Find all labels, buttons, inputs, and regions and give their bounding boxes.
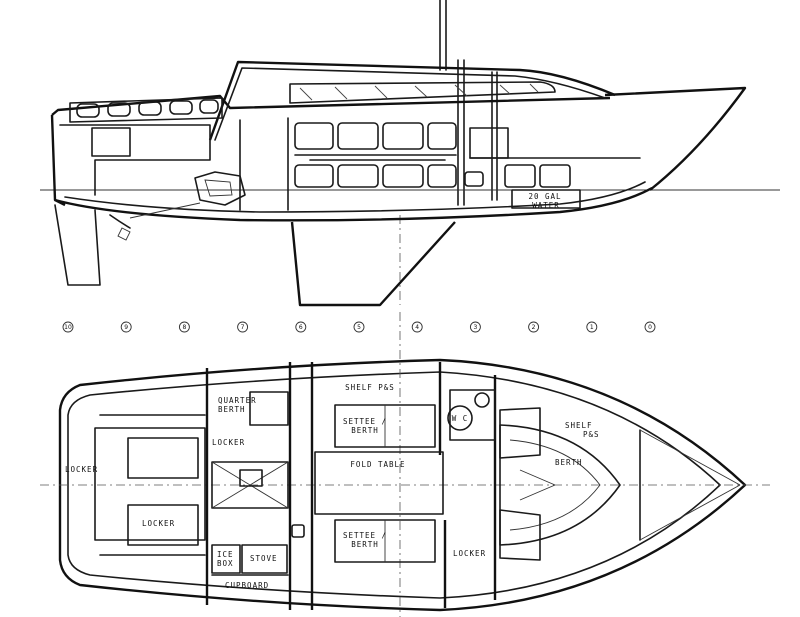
bow-profile	[604, 86, 747, 191]
label-locker-fwd: LOCKER	[453, 549, 486, 558]
label-quarter-berth-2: BERTH	[218, 405, 246, 414]
propeller	[117, 227, 131, 241]
cabin-top	[208, 60, 616, 141]
cockpit-coaming	[69, 97, 223, 123]
head-locker	[469, 127, 509, 159]
label-ice-box-2: BOX	[217, 559, 234, 568]
label-settee-upper-2: BERTH	[351, 426, 379, 435]
propeller-shaft	[129, 202, 201, 219]
transom	[50, 114, 66, 207]
station-circle	[120, 321, 132, 333]
aft-locker	[127, 437, 199, 479]
rudder	[54, 204, 101, 286]
wc-profile	[464, 171, 484, 187]
station-circle	[644, 321, 656, 333]
label-ice-box-1: ICE	[217, 550, 234, 559]
vberth-locker	[539, 164, 571, 188]
station-number: 5	[357, 324, 361, 331]
label-quarter-berth-1: QUARTER	[218, 396, 257, 405]
station-circle	[353, 321, 365, 333]
vberth-inner	[509, 439, 601, 531]
station-circle	[295, 321, 307, 333]
engine-detail	[204, 179, 233, 197]
step	[239, 469, 263, 487]
wc-bowl	[447, 405, 473, 431]
station-number: 10	[64, 324, 72, 331]
galley-sink	[291, 524, 305, 538]
water-tank-label-1: 20 GAL	[528, 192, 561, 201]
cabin-window	[289, 81, 556, 104]
station-number: 0	[648, 324, 652, 331]
station-circle	[237, 321, 249, 333]
window-hatching	[299, 83, 539, 101]
cockpit-well	[59, 124, 211, 196]
cockpit-locker	[91, 127, 131, 157]
quarter-berth-cushion	[249, 391, 289, 426]
station-number: 9	[124, 324, 128, 331]
label-shelf-fwd-2: P&S	[583, 430, 600, 439]
hull-bottom	[54, 186, 653, 222]
profile-view: 20 GAL WATER	[40, 0, 780, 307]
vberth-cushion	[499, 424, 621, 546]
label-settee-lower-2: BERTH	[351, 540, 379, 549]
label-stove: STOVE	[250, 554, 278, 563]
fold-table	[314, 451, 444, 515]
plan-view: SHELF P&S QUARTER BERTH LOCKER LOCKER LO…	[40, 312, 770, 617]
skeg-line	[109, 214, 131, 229]
coaming-ports	[76, 99, 219, 118]
deck-edge	[67, 371, 721, 599]
station-circle	[586, 321, 598, 333]
stove	[241, 544, 288, 574]
station-number: 7	[241, 324, 245, 331]
cockpit-sole	[94, 427, 206, 541]
hull-inner-line	[64, 181, 646, 213]
station-circle	[469, 321, 481, 333]
label-shelf-fwd-1: SHELF	[565, 421, 593, 430]
vberth-locker	[504, 164, 536, 188]
label-shelf: SHELF P&S	[345, 383, 395, 392]
station-number: 3	[473, 324, 477, 331]
aft-locker	[127, 504, 199, 546]
label-vberth: BERTH	[555, 458, 583, 467]
water-tank	[511, 189, 581, 209]
station-circle	[528, 321, 540, 333]
sink	[474, 392, 490, 408]
vberth-locker	[499, 407, 541, 459]
head-compartment	[449, 389, 496, 441]
label-settee-lower-1: SETTEE /	[343, 531, 387, 540]
label-cupboard: CUPBOARD	[225, 581, 269, 590]
keel	[290, 221, 456, 307]
cabin-top-inner	[214, 67, 606, 141]
label-settee-upper-1: SETTEE /	[343, 417, 387, 426]
station-circle	[411, 321, 423, 333]
water-tank-label-2: WATER	[532, 201, 560, 210]
station-number: 2	[532, 324, 536, 331]
vberth-locker	[499, 509, 541, 561]
station-number: 8	[182, 324, 186, 331]
label-locker-stern: LOCKER	[65, 465, 98, 474]
station-circle	[178, 321, 190, 333]
engine	[194, 171, 246, 206]
settee-panels	[294, 122, 457, 188]
deck-line	[51, 94, 611, 116]
ice-box	[211, 544, 241, 574]
station-number: 6	[299, 324, 303, 331]
label-locker-aft-port: LOCKER	[212, 438, 245, 447]
label-fold-table: FOLD TABLE	[350, 460, 405, 469]
label-wc: W C	[452, 414, 469, 423]
station-circle	[62, 321, 74, 333]
station-number: 1	[590, 324, 594, 331]
station-number: 4	[415, 324, 419, 331]
label-locker-aft-stbd: LOCKER	[142, 519, 175, 528]
